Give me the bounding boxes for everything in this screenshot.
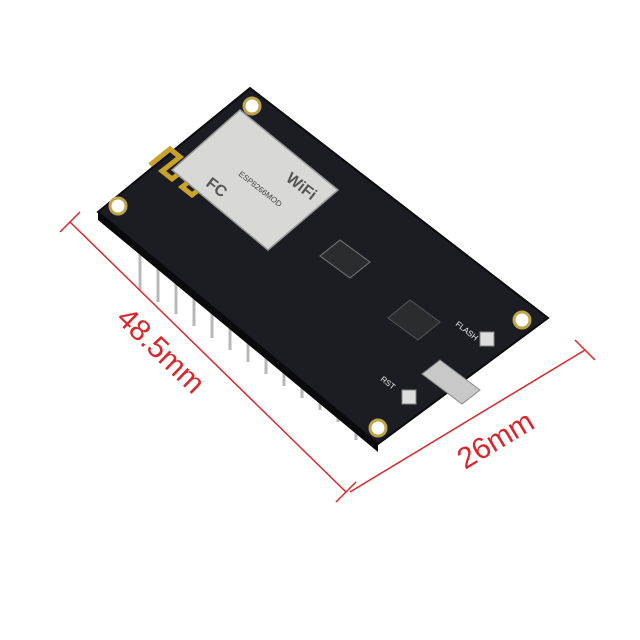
rst-button xyxy=(401,389,417,405)
usb-port xyxy=(421,359,481,405)
esp-module-shield xyxy=(170,109,340,251)
dimension-lines xyxy=(59,211,596,503)
flash-button xyxy=(479,331,495,347)
pcb-edge xyxy=(98,212,378,452)
mounting-holes xyxy=(108,96,532,438)
usb-chip xyxy=(387,299,441,341)
length-dimension-label: 48.5mm xyxy=(110,301,211,400)
pcb-board xyxy=(96,86,550,446)
regulator xyxy=(319,239,371,279)
width-dimension-label: 26mm xyxy=(452,405,540,476)
